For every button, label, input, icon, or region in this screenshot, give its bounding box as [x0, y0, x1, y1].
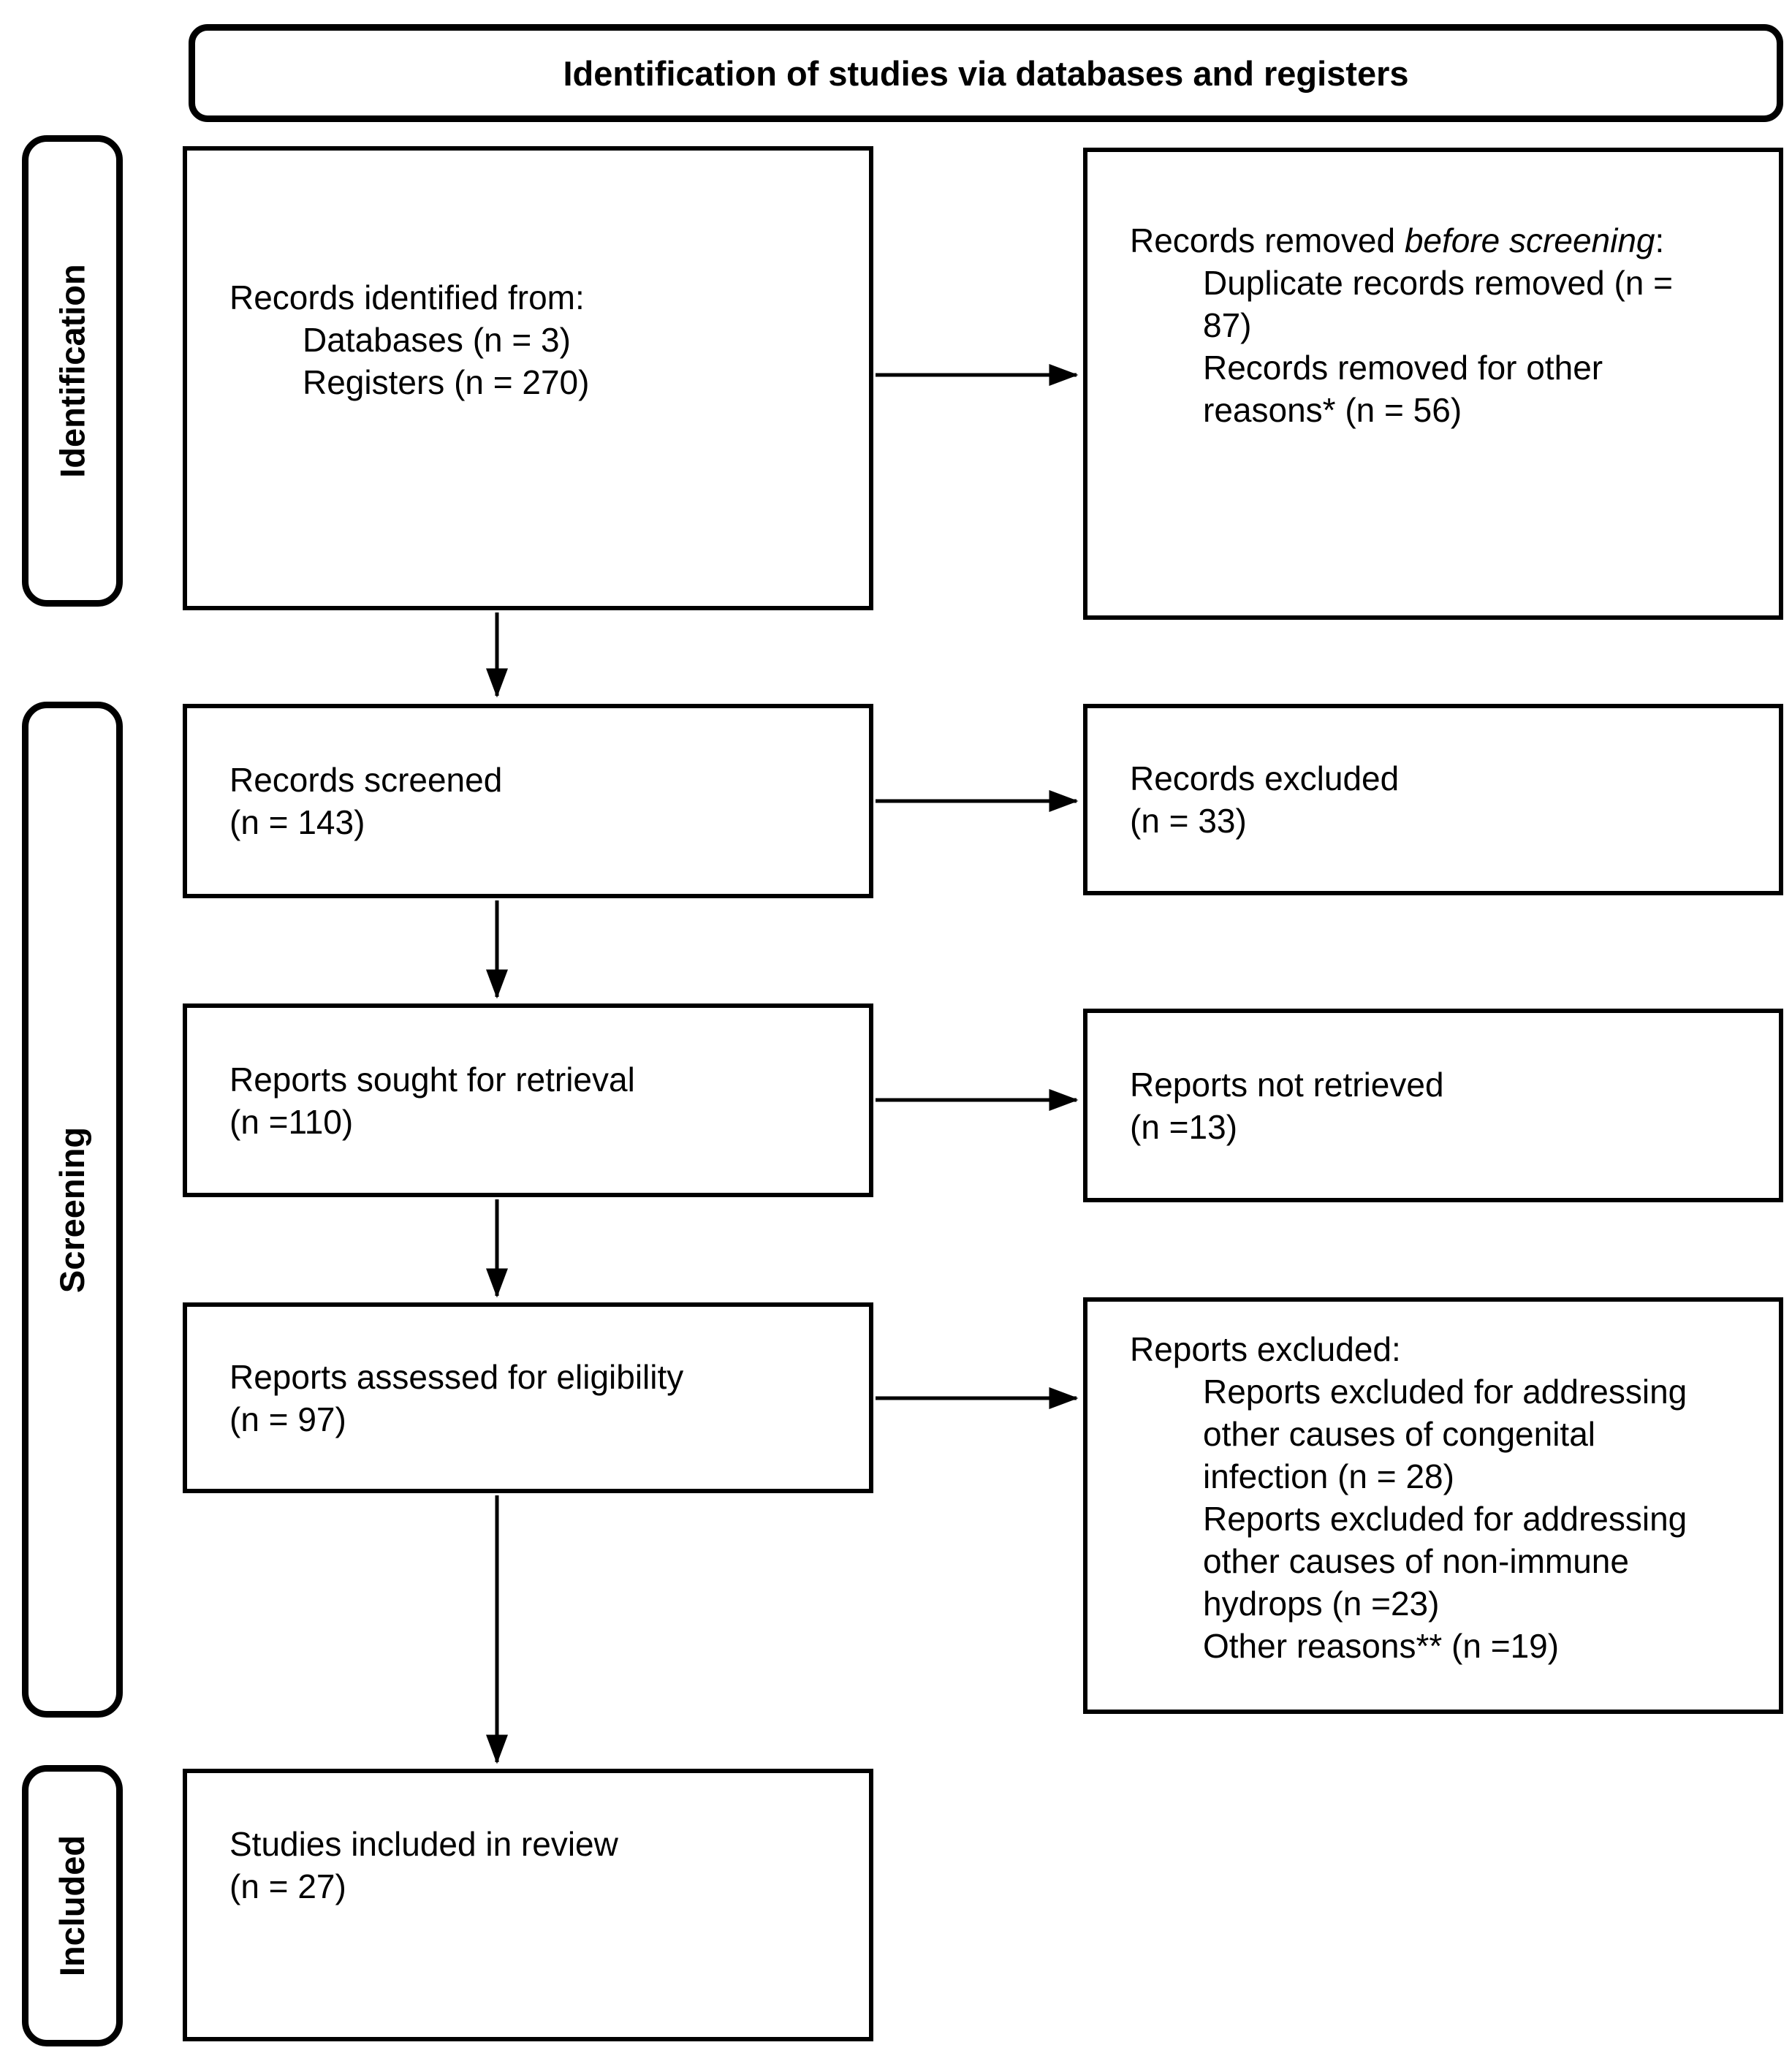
studies-included-text: Studies included in review: [229, 1825, 618, 1863]
stage-box-identification: Identification: [22, 135, 123, 607]
reports-not-retrieved-text: Reports not retrieved: [1130, 1065, 1444, 1104]
records-screened-box: Records screened (n = 143): [183, 704, 873, 898]
records-identified-box: Records identified from: Databases (n = …: [183, 146, 873, 610]
records-removed-lead: Records removed: [1130, 221, 1405, 259]
reports-not-retrieved-box: Reports not retrieved (n =13): [1083, 1009, 1783, 1202]
records-excluded-box: Records excluded (n = 33): [1083, 704, 1783, 895]
records-screened-count: (n = 143): [229, 803, 365, 841]
records-removed-heading: Records removed before screening:: [1130, 219, 1695, 262]
stage-label-included: Included: [53, 1835, 92, 1977]
records-removed-item: Duplicate records removed (n = 87): [1203, 264, 1674, 344]
reports-not-retrieved-count: (n =13): [1130, 1107, 1238, 1146]
reports-excluded-item: Other reasons** (n =19): [1203, 1627, 1560, 1665]
diagram-title: Identification of studies via databases …: [563, 53, 1409, 93]
records-identified-heading: Records identified from:: [229, 278, 585, 316]
reports-sought-box: Reports sought for retrieval (n =110): [183, 1003, 873, 1197]
diagram-title-box: Identification of studies via databases …: [189, 24, 1783, 122]
reports-excluded-item: Reports excluded for addressing other ca…: [1203, 1373, 1687, 1495]
stage-box-screening: Screening: [22, 702, 123, 1718]
records-removed-box: Records removed before screening: Duplic…: [1083, 148, 1783, 620]
records-screened-text: Records screened: [229, 761, 503, 799]
studies-included-count: (n = 27): [229, 1867, 346, 1905]
stage-label-identification: Identification: [53, 264, 92, 478]
reports-assessed-count: (n = 97): [229, 1400, 346, 1438]
reports-sought-count: (n =110): [229, 1102, 354, 1141]
reports-assessed-box: Reports assessed for eligibility (n = 97…: [183, 1302, 873, 1493]
records-identified-item: Databases (n = 3): [303, 321, 571, 359]
reports-excluded-box: Reports excluded: Reports excluded for a…: [1083, 1297, 1783, 1714]
stage-box-included: Included: [22, 1765, 123, 2046]
records-removed-suffix: :: [1655, 221, 1665, 259]
reports-assessed-text: Reports assessed for eligibility: [229, 1357, 684, 1396]
records-excluded-count: (n = 33): [1130, 802, 1247, 840]
records-removed-item: Records removed for other reasons* (n = …: [1203, 349, 1603, 429]
reports-excluded-heading: Reports excluded:: [1130, 1330, 1401, 1368]
reports-excluded-item: Reports excluded for addressing other ca…: [1203, 1500, 1687, 1623]
reports-sought-text: Reports sought for retrieval: [229, 1060, 635, 1099]
records-removed-emphasis: before screening: [1404, 221, 1655, 259]
records-identified-item: Registers (n = 270): [303, 363, 590, 401]
stage-label-screening: Screening: [53, 1126, 92, 1293]
studies-included-box: Studies included in review (n = 27): [183, 1769, 873, 2041]
records-excluded-text: Records excluded: [1130, 759, 1400, 797]
